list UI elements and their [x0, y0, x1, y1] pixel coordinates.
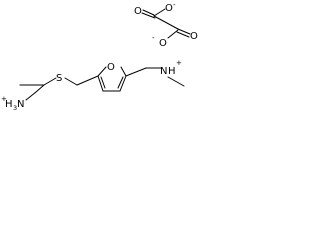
- oxalate-c2-o-double-bond-a: [177, 28, 191, 35]
- furan-c2-c3-inner-bond: [117, 76, 124, 89]
- nitrogen-to-methyl-bond: [167, 76, 185, 87]
- furan-c2-c3-bond: [119, 75, 127, 92]
- sulfur-to-ch2-bond: [43, 77, 57, 86]
- thioether-sulfur: S: [56, 73, 62, 84]
- oxalate-c2-o-double-bond-b: [176, 31, 190, 38]
- furan-o-c2-bond: [120, 66, 127, 77]
- oxalate-oxygen-1: O: [134, 6, 142, 17]
- ch2-to-sulfur-bond: [64, 77, 78, 86]
- furan-ring: O: [97, 62, 127, 92]
- nitrogen-to-ch2-left-bond: [25, 91, 37, 101]
- ammonium-plus-charge: +: [176, 59, 182, 67]
- furan-to-ch2-bond: [125, 67, 147, 77]
- oxalate-c2-o-single-bond: [167, 29, 179, 39]
- ch2-left-ch2-bond: [35, 84, 45, 93]
- oxalate-c1-o-double-bond-a: [142, 9, 155, 16]
- oxalate-c1-o-single-bond: [153, 8, 166, 17]
- oxalate-c1-o-double-bond-b: [141, 12, 156, 19]
- furan-c5-o-bond: [97, 66, 107, 77]
- furan-c4-c5-inner-bond: [100, 76, 106, 89]
- oxalate-c-c-bond: [153, 15, 179, 30]
- oxalate-minus-charge-2: -: [152, 34, 155, 42]
- ammonium-hydrogen: H: [168, 66, 176, 77]
- oxalate-oxygen-2: O: [165, 3, 173, 14]
- terminal-amine-hydrogen-count: 3: [13, 104, 17, 112]
- oxalate-minus-charge-1: -: [173, 1, 176, 9]
- oxalate-oxygen-4: O: [159, 38, 167, 49]
- furan-c4-c5-bond: [97, 75, 104, 92]
- chemical-structure-diagram: O O - O O - O N H + S + H 3 N: [1, 1, 198, 112]
- terminal-amine-nitrogen: N: [17, 99, 24, 110]
- terminal-amine-plus-charge: +: [1, 95, 7, 103]
- ammonium-nitrogen: N: [160, 66, 167, 77]
- oxalate-oxygen-3: O: [190, 31, 198, 42]
- oxalate-anion: O O - O O -: [134, 1, 198, 49]
- terminal-amine-hydrogen: H: [5, 99, 13, 110]
- furan-oxygen: O: [107, 62, 115, 73]
- furan-to-ch2-left-bond: [76, 75, 99, 86]
- thioethylamine-chain: S + H 3 N: [1, 73, 99, 112]
- dimethylammonium-chain: N H +: [125, 59, 185, 87]
